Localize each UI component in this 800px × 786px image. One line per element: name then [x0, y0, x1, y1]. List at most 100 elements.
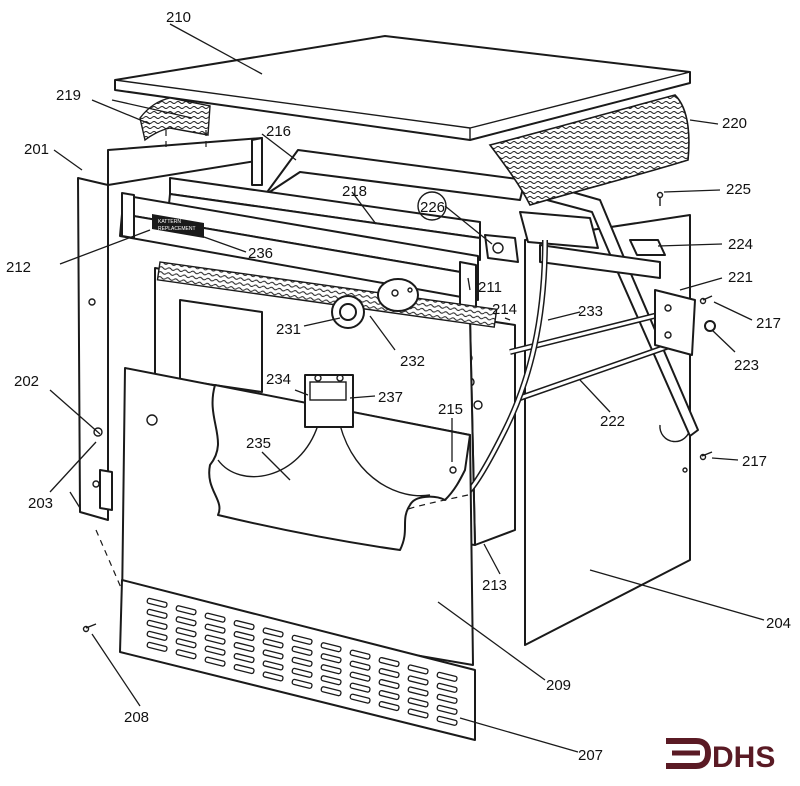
vent-slot	[349, 649, 371, 660]
vent-panel-207	[119, 579, 476, 741]
top-lid-210	[114, 35, 691, 141]
vent-slot	[320, 686, 342, 697]
screw-icon	[699, 451, 713, 461]
callout-211: 211	[478, 279, 502, 296]
vent-slot	[436, 715, 458, 726]
callout-217a: 217	[756, 315, 781, 332]
callout-235: 235	[246, 435, 271, 452]
callout-214: 214	[492, 301, 517, 318]
leader-lines	[49, 23, 765, 753]
vent-slot	[349, 693, 371, 704]
vent-slot	[320, 664, 342, 675]
callout-236: 236	[248, 245, 273, 262]
callout-213: 213	[482, 577, 507, 594]
callout-237: 237	[378, 389, 403, 406]
callout-220: 220	[722, 115, 747, 132]
bracket-plate-221	[654, 289, 696, 356]
vent-slot	[291, 645, 313, 656]
side-panel-204	[524, 214, 691, 646]
front-rail-212: KATTERN REPLACEMENT	[119, 192, 479, 301]
vent-slot	[233, 641, 255, 653]
terminal-block-237	[304, 374, 354, 428]
screw-icon	[656, 191, 664, 206]
vent-slot	[378, 667, 400, 679]
vent-slot	[262, 660, 284, 671]
vent-slot	[407, 697, 429, 708]
vent-slot	[204, 623, 226, 634]
callout-221: 221	[728, 269, 753, 286]
callout-232: 232	[400, 353, 425, 370]
vent-slot	[436, 671, 458, 682]
vent-slot	[204, 612, 226, 623]
vent-slot	[378, 656, 400, 668]
vent-slot	[349, 671, 371, 682]
vent-slot	[175, 627, 197, 638]
vent-slot	[233, 619, 255, 631]
vent-slot	[349, 682, 371, 693]
vent-slot	[146, 619, 168, 630]
vent-slot	[407, 686, 429, 697]
vent-slot	[204, 634, 226, 645]
vent-slot	[175, 605, 197, 616]
dhs-arrow-icon	[666, 738, 712, 769]
vent-slot	[378, 700, 400, 712]
callout-233: 233	[578, 303, 603, 320]
callout-223: 223	[734, 357, 759, 374]
callout-208: 208	[124, 709, 149, 726]
knob-231	[331, 295, 365, 329]
vent-slot	[175, 638, 197, 649]
callout-231: 231	[276, 321, 301, 338]
svg-text:REPLACEMENT: REPLACEMENT	[158, 226, 196, 232]
vent-slot	[146, 608, 168, 619]
callout-215: 215	[438, 401, 463, 418]
callout-225: 225	[726, 181, 751, 198]
vent-slot	[233, 663, 255, 675]
callout-210: 210	[166, 9, 191, 26]
vent-slot	[436, 682, 458, 693]
vent-slot	[146, 630, 168, 641]
switch-226	[484, 211, 661, 279]
callout-217b: 217	[742, 453, 767, 470]
vent-slot	[436, 693, 458, 704]
insulation-strip-214	[156, 261, 498, 328]
vent-slot	[262, 638, 284, 649]
vent-slot	[233, 652, 255, 664]
callout-202: 202	[14, 373, 39, 390]
svg-text:KATTERN: KATTERN	[158, 219, 181, 225]
callout-234: 234	[266, 371, 291, 388]
vent-slot	[233, 630, 255, 642]
front-panel-209	[121, 367, 474, 666]
vent-slot	[291, 634, 313, 645]
vent-slot	[320, 642, 342, 653]
callout-218: 218	[342, 183, 367, 200]
screw-icon	[699, 295, 713, 305]
disc-232	[377, 278, 419, 312]
vent-slot	[262, 627, 284, 638]
clip-224	[629, 239, 666, 256]
callout-212: 212	[6, 259, 31, 276]
vent-slot	[436, 704, 458, 715]
callout-209: 209	[546, 677, 571, 694]
vent-slot	[146, 597, 168, 608]
vent-slot	[175, 616, 197, 627]
vent-slot	[378, 678, 400, 690]
callout-201: 201	[24, 141, 49, 158]
callout-226: 226	[420, 199, 445, 216]
insulation-220	[488, 94, 690, 206]
callout-219: 219	[56, 87, 81, 104]
vent-slot	[291, 656, 313, 667]
callout-222: 222	[600, 413, 625, 430]
logo-text: DHS	[712, 741, 775, 774]
callout-203: 203	[28, 495, 53, 512]
left-panel-201	[77, 137, 263, 521]
callout-216: 216	[266, 123, 291, 140]
vent-slot	[175, 649, 197, 660]
callout-labels: 210 219 220 201 216 218 225 226 212 236 …	[6, 9, 791, 764]
vent-slot	[204, 645, 226, 656]
vent-slot	[204, 656, 226, 667]
vent-slot	[378, 689, 400, 701]
vent-slot	[407, 708, 429, 719]
vent-slot	[291, 678, 313, 689]
callout-207: 207	[578, 747, 603, 764]
